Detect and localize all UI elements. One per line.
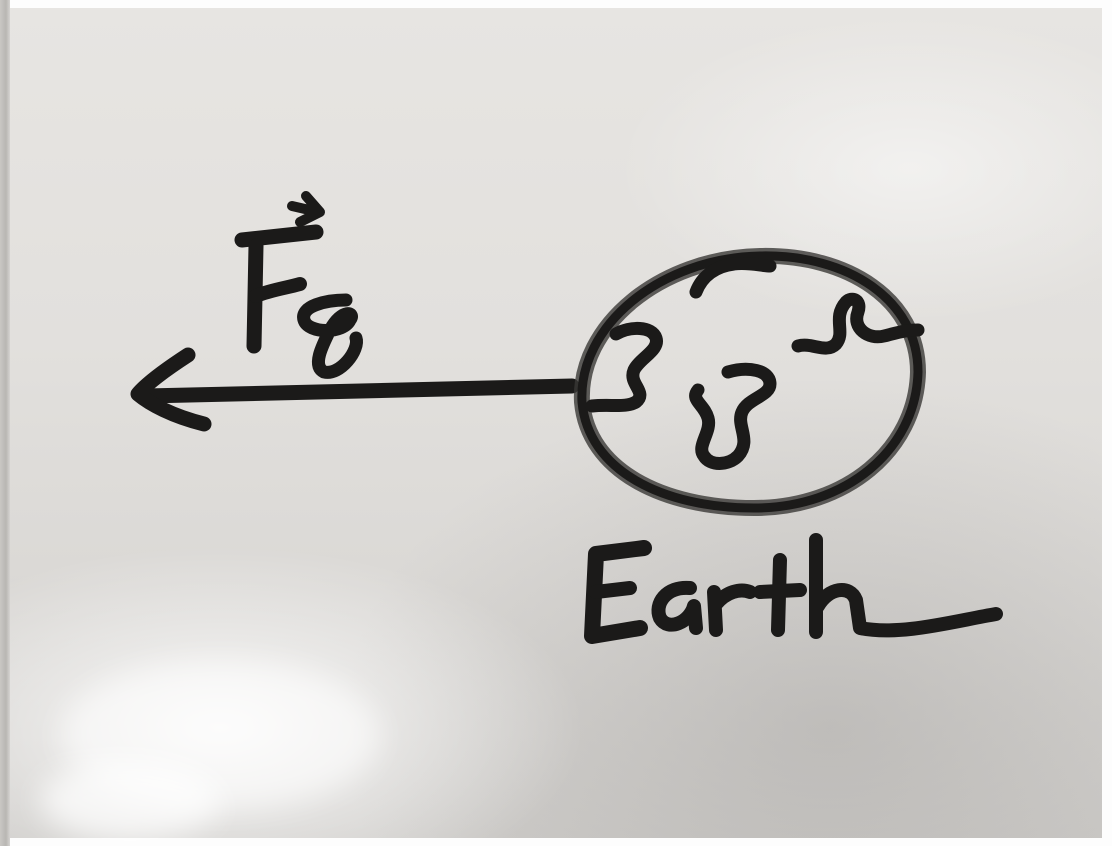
- force-label-fg: [234, 191, 363, 379]
- earth-label: [584, 533, 1003, 644]
- force-arrow: [130, 347, 580, 432]
- light-glare: [40, 760, 220, 840]
- whiteboard-frame-edge: [0, 0, 10, 846]
- earth-globe: [573, 247, 926, 516]
